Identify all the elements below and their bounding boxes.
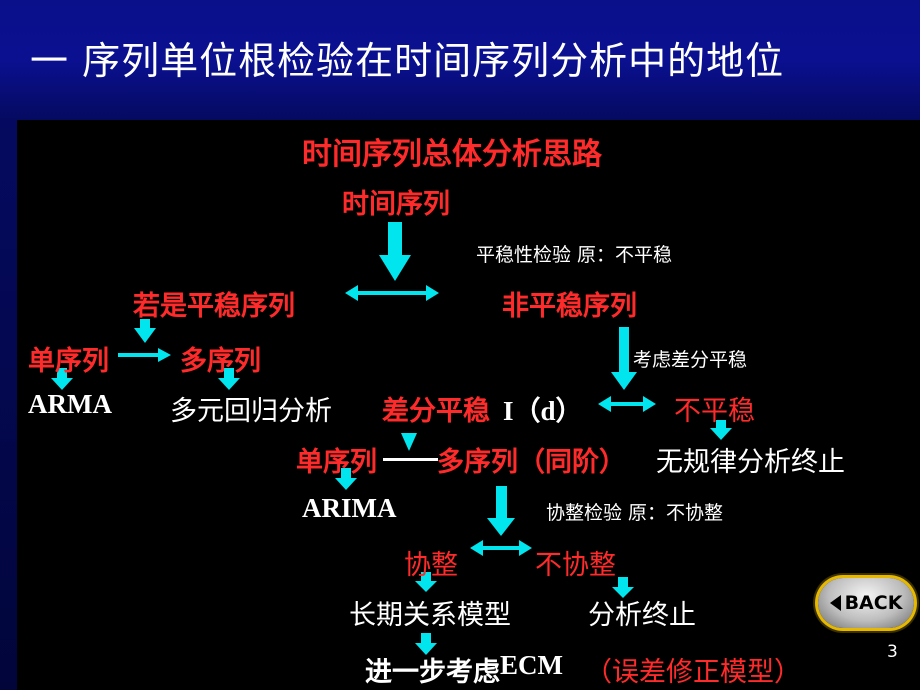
- back-arrow-icon: [829, 595, 841, 611]
- arrow-down-timeseries: [379, 222, 411, 281]
- node-ecm-full: （误差修正模型）: [585, 657, 801, 688]
- back-button-label: BACK: [844, 592, 903, 614]
- node-not-stationary: 不平稳: [674, 396, 755, 427]
- arrow-double-stationary-nonstationary: [345, 285, 439, 301]
- arrow-down-longrun: [415, 633, 437, 655]
- node-no-pattern-stop: 无规律分析终止: [656, 447, 845, 478]
- node-multi-series: 多序列: [180, 346, 261, 377]
- arrow-down-single-2: [335, 468, 357, 490]
- back-button[interactable]: BACK: [818, 578, 914, 628]
- arrow-down-multi-2: [487, 486, 515, 536]
- node-long-run-model: 长期关系模型: [349, 600, 511, 631]
- label-consider-diff: 考虑差分平稳: [633, 349, 748, 371]
- node-single-series: 单序列: [28, 346, 109, 377]
- node-nonstationary: 非平稳序列: [502, 291, 637, 322]
- arrow-down-single: [51, 368, 73, 390]
- node-if-stationary: 若是平稳序列: [133, 291, 295, 322]
- node-diff-stationary: 差分平稳: [382, 396, 490, 427]
- arrow-down-coint: [415, 572, 437, 592]
- diagram-heading: 时间序列总体分析思路: [302, 137, 602, 172]
- arrow-double-diff: [598, 396, 656, 412]
- node-ecm: ECM: [500, 650, 563, 680]
- node-single-series-2: 单序列: [296, 447, 377, 478]
- arrow-down-multi: [218, 368, 240, 390]
- node-diff-id: I（d）: [503, 396, 583, 426]
- node-not-cointegrated: 不协整: [535, 550, 616, 581]
- page-number: 3: [887, 642, 898, 662]
- node-arima: ARIMA: [302, 493, 397, 523]
- slide-title: 一 序列单位根检验在时间序列分析中的地位: [30, 39, 785, 83]
- node-further-consider: 进一步考虑: [365, 657, 500, 688]
- arrow-single-to-multi: [118, 348, 171, 362]
- node-analysis-stop: 分析终止: [588, 600, 696, 631]
- diagram-panel: [17, 120, 920, 690]
- arrow-down-triangle-diff: [401, 433, 417, 451]
- arrow-down-notcoint: [612, 577, 634, 598]
- label-coint-test: 协整检验 原：不协整: [546, 502, 724, 524]
- node-cointegrated: 协整: [404, 550, 458, 581]
- node-multi-series-same-order: 多序列（同阶）: [437, 447, 626, 478]
- arrow-down-notstationary: [710, 420, 732, 440]
- node-multi-regression: 多元回归分析: [170, 396, 332, 427]
- node-time-series: 时间序列: [342, 189, 450, 220]
- arrow-double-coint: [470, 540, 532, 556]
- arrow-down-stationary: [134, 319, 156, 343]
- node-arma: ARMA: [28, 389, 112, 419]
- label-stationarity-test: 平稳性检验 原：不平稳: [476, 244, 673, 266]
- arrow-down-nonstationary: [611, 327, 637, 390]
- connector-line-single-multi: [383, 458, 438, 461]
